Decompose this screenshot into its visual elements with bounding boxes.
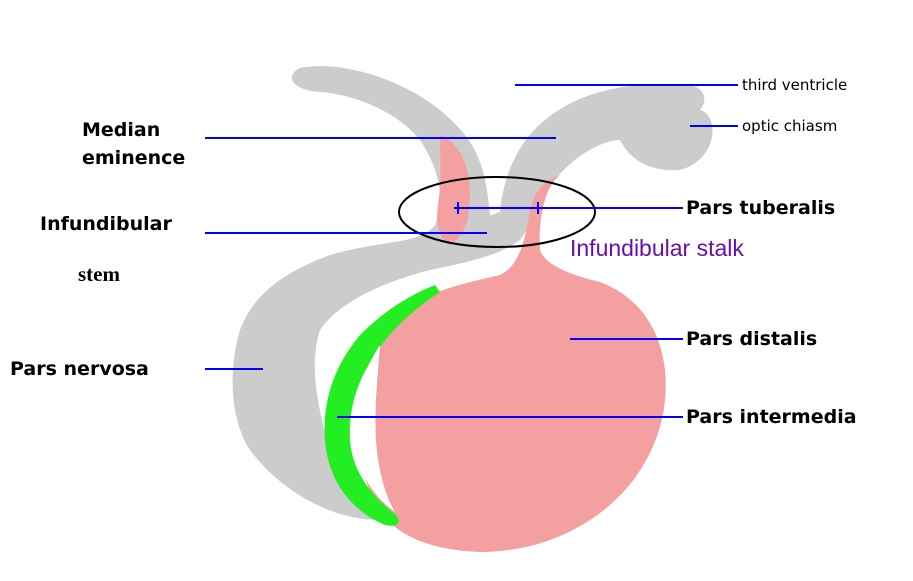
pars-distalis-label: Pars distalis xyxy=(686,327,817,351)
infundibular-stalk-label: Infundibular stalk xyxy=(570,235,744,261)
optic-chiasm-label: optic chiasm xyxy=(742,117,837,135)
median-eminence-label-line1: Median xyxy=(82,118,160,142)
pars-intermedia-label: Pars intermedia xyxy=(686,405,857,429)
median-eminence-label-line2: eminence xyxy=(82,146,185,170)
infundibular-stem-label-line2: stem xyxy=(78,262,120,286)
infundibular-stem-label-line1: Infundibular xyxy=(40,212,172,236)
third-ventricle-label: third ventricle xyxy=(742,76,847,94)
pars-tuberalis-label: Pars tuberalis xyxy=(686,196,835,220)
pars-nervosa-label: Pars nervosa xyxy=(10,357,149,381)
